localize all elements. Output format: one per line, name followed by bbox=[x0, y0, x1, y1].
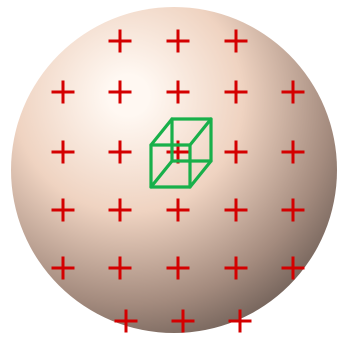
shaded-sphere bbox=[11, 7, 337, 333]
